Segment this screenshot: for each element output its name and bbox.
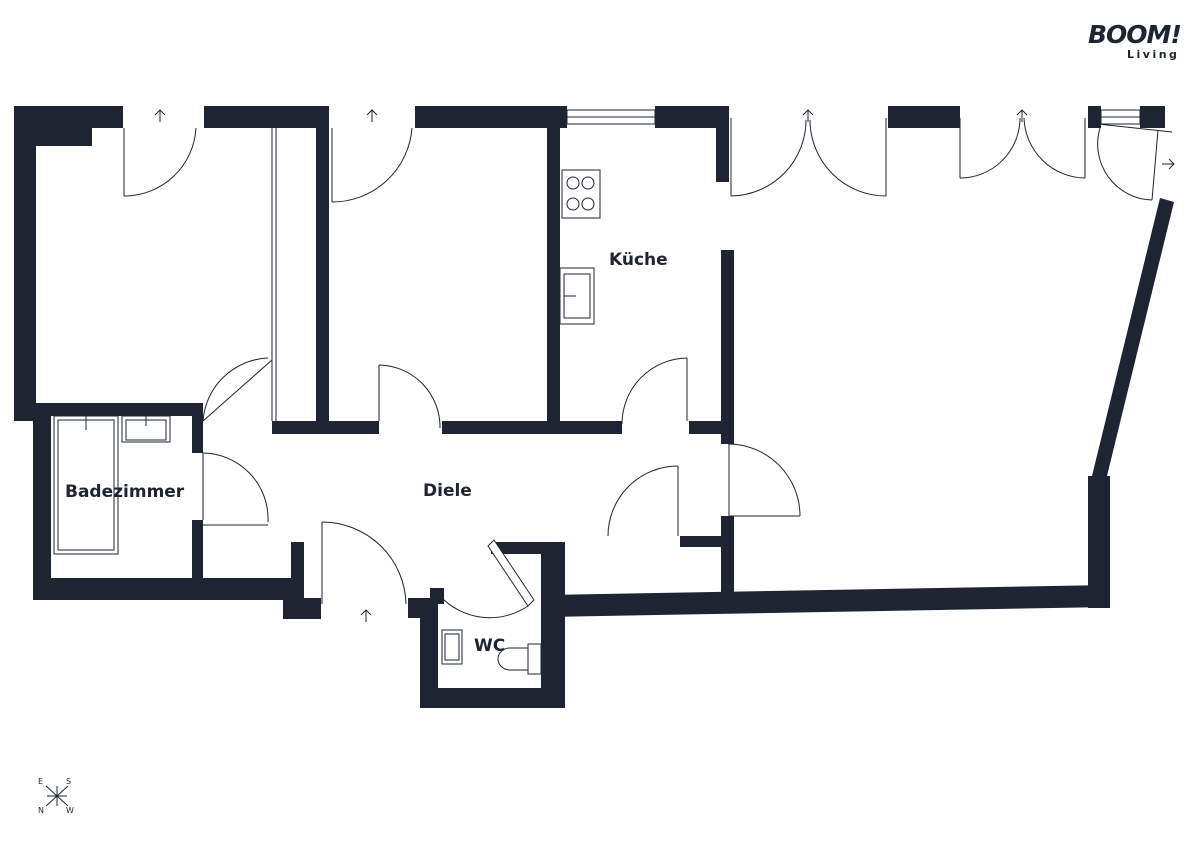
compass-north: N <box>38 806 44 815</box>
wall-top-3 <box>415 106 567 128</box>
arrow-up-icon <box>1016 109 1028 122</box>
bathroom-sink-icon <box>121 415 171 443</box>
wall-top-5 <box>888 106 960 128</box>
toilet-icon <box>497 643 542 675</box>
wall-top-7 <box>1140 106 1165 128</box>
wall-top-1 <box>14 106 123 128</box>
wall-top-2 <box>204 106 329 128</box>
fixtures <box>53 169 601 675</box>
room-label-wc: WC <box>474 636 505 656</box>
wall-wc-corner <box>408 588 444 618</box>
doors <box>123 109 1175 622</box>
wall-kitchen-right-upper <box>716 128 729 182</box>
wall-closet-bottom <box>680 536 728 547</box>
wall-living-left <box>721 516 734 592</box>
wall-kitchen-left <box>547 128 560 434</box>
room-label-kitchen: Küche <box>609 250 668 270</box>
door-wc <box>439 539 535 619</box>
compass-icon: E S N W <box>38 777 74 815</box>
wall-wc-top <box>491 542 565 554</box>
wall-wc-bottom <box>420 688 565 708</box>
wall-bottom-left <box>33 578 304 600</box>
compass-south: S <box>66 777 71 786</box>
door-entrance <box>321 521 407 622</box>
windows <box>566 109 1173 133</box>
door-living-corner <box>1097 127 1175 201</box>
wc-sink-icon <box>441 629 463 665</box>
door-bedroom-2 <box>331 109 413 203</box>
room-labels: Küche Diele Badezimmer WC <box>65 250 668 656</box>
door-bedroom-1-inner <box>202 357 273 422</box>
partitions <box>203 128 277 526</box>
door-bedroom-2-inner <box>378 364 441 429</box>
bathtub-icon <box>53 415 119 555</box>
wall-left-lower <box>33 403 51 600</box>
arrow-right-icon <box>1162 158 1175 170</box>
room-label-bathroom: Badezimmer <box>65 482 185 502</box>
stove-icon <box>561 169 601 219</box>
wall-bath-top <box>33 403 203 416</box>
compass-west: W <box>66 806 74 815</box>
wall-top-6 <box>1088 106 1101 128</box>
door-bedroom-1 <box>123 109 197 197</box>
door-living-double-2 <box>959 109 1086 179</box>
wall-bedroom-divider <box>316 106 329 423</box>
wall-top-4 <box>655 106 729 128</box>
arrow-up-icon <box>154 109 166 122</box>
logo-subtitle: Living <box>1127 48 1179 61</box>
logo-title: BOOM! <box>1088 20 1181 49</box>
door-kitchen <box>621 357 688 425</box>
wall-bath-right-lower <box>192 520 203 580</box>
wall-left-upper <box>14 106 36 421</box>
wall-corridor-top-2 <box>442 421 622 434</box>
wall-bottom-left-step <box>283 598 321 619</box>
wall-wc-left <box>420 604 438 708</box>
arrow-up-icon <box>360 609 372 622</box>
room-label-hall: Diele <box>423 481 472 501</box>
door-living-double-1 <box>730 109 887 197</box>
door-closet <box>607 465 679 537</box>
kitchen-sink-icon <box>559 267 595 325</box>
window-living-sill <box>1097 123 1173 133</box>
wall-kitchen-right-lower <box>721 250 734 444</box>
wall-left-corner <box>36 128 92 146</box>
wall-bath-right-upper <box>192 403 203 453</box>
door-bathroom <box>202 452 269 523</box>
door-living-inner <box>728 443 801 517</box>
walls <box>14 106 1174 708</box>
wall-wc-right-lower <box>541 600 565 708</box>
wall-bottom-left-stub <box>291 542 304 600</box>
compass-east: E <box>38 777 43 786</box>
wall-corridor-top-1 <box>272 421 379 434</box>
arrow-up-icon <box>366 109 378 122</box>
brand-logo: BOOM! Living <box>1088 20 1182 61</box>
wall-bottom-right <box>547 585 1110 617</box>
wall-living-right <box>1092 198 1174 480</box>
wall-corridor-top-3 <box>689 421 727 434</box>
wall-living-right-lower <box>1088 476 1110 608</box>
arrow-up-icon <box>802 109 814 122</box>
